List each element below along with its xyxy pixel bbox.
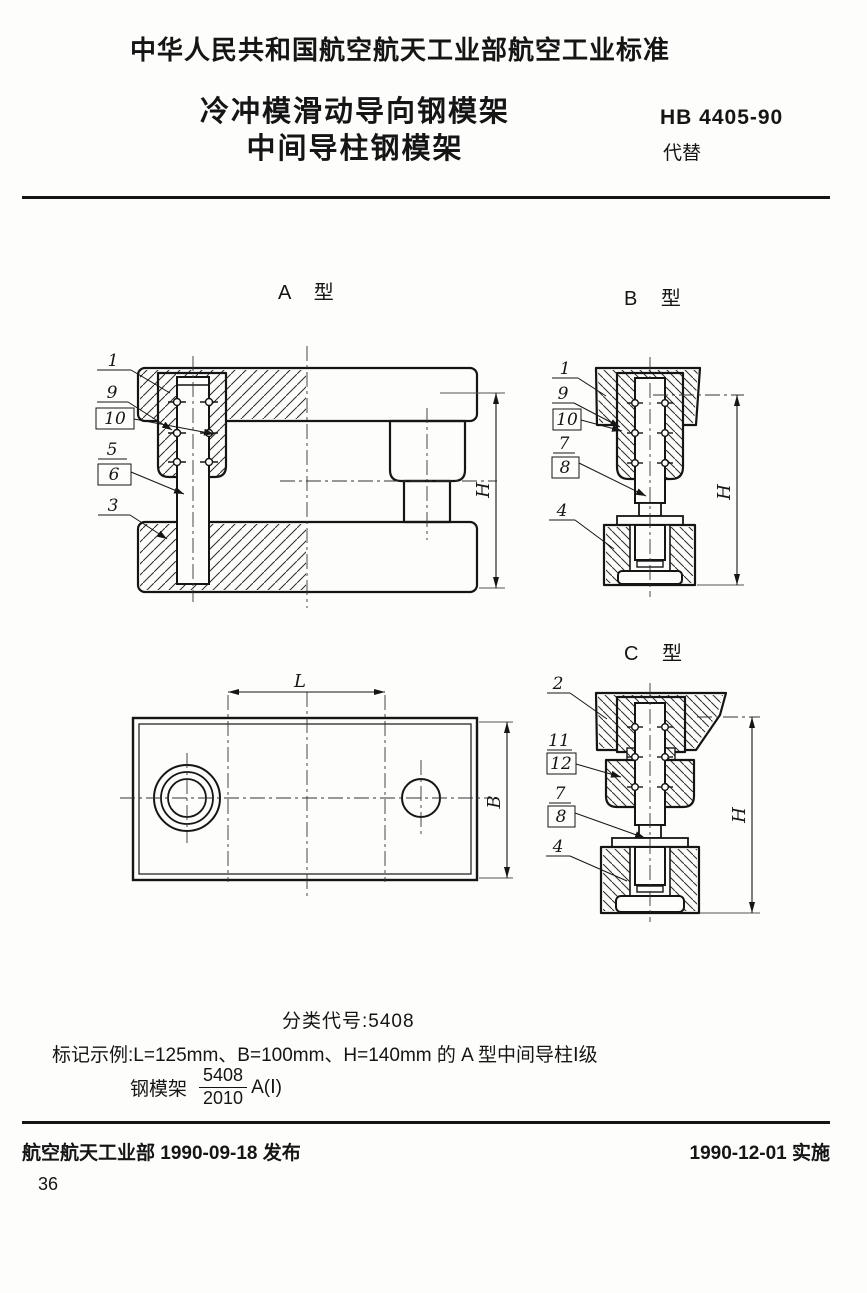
callout-9: 9: [107, 383, 118, 403]
callout-5: 5: [107, 440, 118, 460]
guide-bushing-exterior: [388, 419, 467, 524]
dim-H-label: H: [729, 807, 750, 824]
designation-suffix: A(Ⅰ): [251, 1076, 282, 1098]
dimension-L: L: [228, 671, 385, 695]
centerlines: [120, 692, 492, 897]
footer-rule: [22, 1121, 830, 1124]
callouts-type-a: 1 9 10 5 6 3: [95, 351, 215, 540]
footer-implementation-info: 1990-12-01 实施: [689, 1143, 830, 1164]
callout-7: 7: [555, 784, 566, 804]
figure-b-drawing: H 1 9 10 7 8 4: [549, 357, 744, 597]
plan-view-drawing: L B: [120, 671, 513, 897]
oil-groove-dots: [627, 399, 673, 468]
figure-a-drawing: H 1 9 10 5 6 3: [95, 346, 505, 608]
callout-1: 1: [108, 351, 119, 371]
callout-7: 7: [559, 434, 570, 454]
dim-B-label: B: [484, 795, 505, 809]
page-number: 36: [38, 1174, 59, 1194]
dim-H-label: H: [714, 484, 735, 501]
callout-3: 3: [108, 496, 119, 516]
title-line1: 冷冲模滑动导向钢模架: [199, 96, 510, 128]
standard-name: 中华人民共和国航空航天工业部航空工业标准: [129, 35, 670, 65]
fraction-denominator: 2010: [203, 1087, 244, 1108]
dim-L-label: L: [293, 671, 306, 692]
designation-prefix: 钢模架: [130, 1078, 188, 1100]
callout-8: 8: [556, 807, 567, 827]
callout-8: 8: [560, 458, 571, 478]
callout-4: 4: [552, 837, 564, 857]
oil-groove-dots: [627, 723, 673, 792]
dimension-B: B: [479, 721, 513, 879]
document-title: 冷冲模滑动导向钢模架 中间导柱钢模架: [160, 94, 550, 168]
callout-4: 4: [556, 501, 568, 521]
title-line2: 中间导柱钢模架: [246, 133, 464, 165]
superseded-label: 代替: [663, 143, 702, 164]
figure-c-label: C 型: [624, 643, 684, 665]
callout-9: 9: [558, 384, 569, 404]
figure-b-label: B 型: [624, 288, 683, 310]
callouts-type-c: 2 11 12 7 8 4: [546, 674, 646, 882]
lower-die-shoe: [602, 523, 697, 587]
callout-1: 1: [560, 359, 571, 379]
centerlines: [649, 683, 760, 922]
header-rule: [22, 196, 830, 199]
callouts-type-b: 1 9 10 7 8 4: [549, 359, 647, 550]
centerlines: [192, 346, 497, 608]
dim-H-label: H: [473, 482, 494, 499]
designation-line: 钢模架 5408 2010 A(Ⅰ): [130, 1065, 282, 1109]
marking-example-line: 标记示例:L=125mm、B=100mm、H=140mm 的 A 型中间导柱Ⅰ级: [52, 1045, 598, 1066]
dimension-H: H: [440, 392, 505, 589]
lower-die-shoe: [136, 520, 479, 594]
callout-10: 10: [556, 410, 578, 430]
designation-fraction: 5408 2010: [199, 1065, 248, 1109]
dimension-H: H: [700, 717, 760, 914]
dimension-H: H: [697, 395, 744, 586]
figure-c-drawing: H 2 11 12 7 8 4: [546, 674, 760, 922]
fraction-numerator: 5408: [199, 1065, 248, 1088]
callout-2: 2: [552, 674, 564, 694]
callout-12: 12: [550, 754, 572, 774]
callout-10: 10: [104, 409, 126, 429]
figure-a-label: A 型: [278, 282, 336, 304]
standard-number: HB 4405-90: [660, 106, 784, 129]
callout-11: 11: [548, 731, 570, 751]
stepped-guide-bushing-section: [604, 695, 696, 809]
callout-6: 6: [109, 465, 120, 485]
classification-code: 分类代号:5408: [282, 1011, 415, 1032]
centerlines: [649, 357, 744, 597]
footer-issue-info: 航空航天工业部 1990-09-18 发布: [22, 1143, 301, 1164]
